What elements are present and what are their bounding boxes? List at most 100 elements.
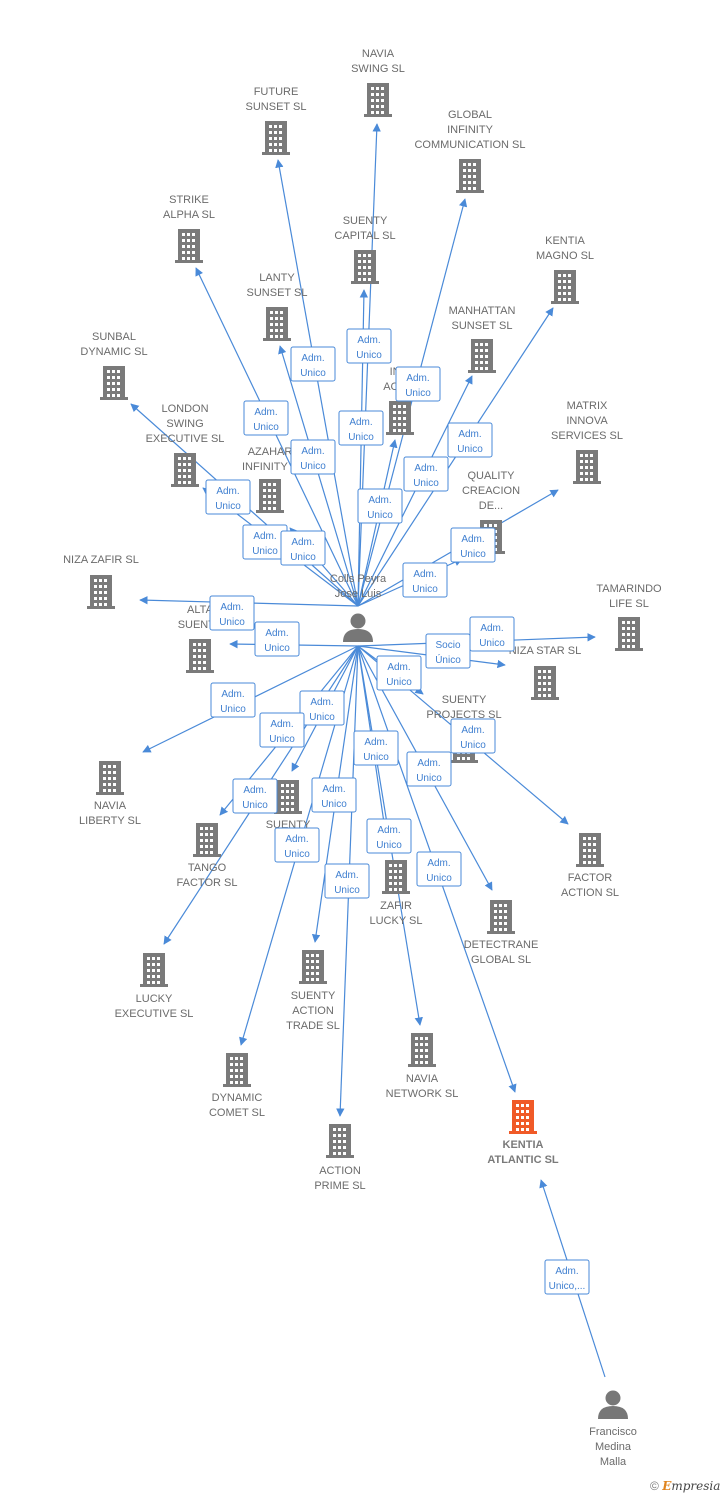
building-icon-detectrane_global[interactable] xyxy=(487,900,515,934)
building-icon-sunbal_dynamic[interactable] xyxy=(100,366,128,400)
edge-label-kentia_magno[interactable]: Adm.Unico xyxy=(447,422,493,458)
building-icon-zafir_lucky[interactable] xyxy=(382,860,410,894)
edge-label-zafir_lucky[interactable]: Adm.Unico xyxy=(353,730,399,766)
building-icon-tango_factor[interactable] xyxy=(193,823,221,857)
edge-label-lucky_executive-text: Adm.Unico xyxy=(242,785,268,811)
edge-label-factor_action[interactable]: Adm.Unico xyxy=(450,718,496,754)
edge-label-niza_zafir-text: Adm.Unico xyxy=(219,602,245,628)
building-icon-navia_swing[interactable] xyxy=(364,83,392,117)
edge-label-lucky_executive[interactable]: Adm.Unico xyxy=(232,778,278,814)
building-icon-infinity_action[interactable] xyxy=(386,401,414,435)
edge-label-navia_liberty[interactable]: Adm.Unico xyxy=(210,682,256,718)
building-icon-navia_liberty[interactable] xyxy=(96,761,124,795)
edge-label-tango_factor[interactable]: Adm.Unico xyxy=(259,712,305,748)
edge-label-london_swing[interactable]: Adm.Unico xyxy=(242,524,288,560)
building-icon-dynamic_comet[interactable] xyxy=(223,1053,251,1087)
footer: © Empresia xyxy=(650,1479,720,1493)
building-icon-london_swing[interactable] xyxy=(171,453,199,487)
building-icon-action_prime[interactable] xyxy=(326,1124,354,1158)
building-icon-alta_suenty[interactable] xyxy=(186,639,214,673)
edge-label-tamarindo_life[interactable]: Adm.Unico xyxy=(469,616,515,652)
edge-label-other-person-text: Adm.Unico,... xyxy=(549,1266,586,1292)
building-icon-kentia_magno[interactable] xyxy=(551,270,579,304)
edge-label-factor_action-text: Adm.Unico xyxy=(460,725,486,751)
edge-label-navia_network[interactable]: Adm.Unico xyxy=(366,818,412,854)
edge-label-action_prime-text: Adm.Unico xyxy=(334,870,360,896)
edge-label-future_sunset-text: Adm.Unico xyxy=(300,353,326,379)
building-icon-lanty_sunset[interactable] xyxy=(263,307,291,341)
building-icon-navia_network[interactable] xyxy=(408,1033,436,1067)
edge-label-manhattan_sunset-text: Adm.Unico xyxy=(413,463,439,489)
edge-label-global_infinity-text: Adm.Unico xyxy=(405,373,431,399)
edge-label-quality_creacion[interactable]: Adm.Unico xyxy=(402,562,448,598)
company-label-niza_zafir: NIZA ZAFIR SL xyxy=(63,554,139,566)
edge-label-detectrane_global[interactable]: Adm.Unico xyxy=(406,751,452,787)
building-icon-factor_action[interactable] xyxy=(576,833,604,867)
edge-label-kentia_atlantic-text: Adm.Unico xyxy=(426,858,452,884)
edge-label-london_swing-text: Adm.Unico xyxy=(252,531,278,557)
edge-strike_alpha xyxy=(195,267,359,607)
edge-label-other-person[interactable]: Adm.Unico,... xyxy=(544,1259,590,1295)
edge-label-matrix_innova[interactable]: Adm.Unico xyxy=(450,527,496,563)
edge-label-navia_liberty-text: Adm.Unico xyxy=(220,689,246,715)
building-icon-tamarindo_life[interactable] xyxy=(615,617,643,651)
edge-label-niza_zafir[interactable]: Adm.Unico xyxy=(209,595,255,631)
edge-label-dynamic_comet[interactable]: Adm.Unico xyxy=(274,827,320,863)
building-icon-strike_alpha[interactable] xyxy=(175,229,203,263)
person-icon-other[interactable] xyxy=(598,1390,628,1420)
edge-label-sunbal_dynamic[interactable]: Adm.Unico xyxy=(205,479,251,515)
edge-label-navia_swing-text: Adm.Unico xyxy=(356,335,382,361)
building-icon-future_sunset[interactable] xyxy=(262,121,290,155)
edge-label-suenty_projects[interactable]: Adm.Unico xyxy=(376,655,422,691)
edge-label-sunbal_dynamic-text: Adm.Unico xyxy=(215,486,241,512)
edge-label-suenty_action_trade[interactable]: Adm.Unico xyxy=(311,777,357,813)
edge-label-infinity_action[interactable]: Adm.Unico xyxy=(357,488,403,524)
edge-label-suenty_projects-text: Adm.Unico xyxy=(386,662,412,688)
building-icon-suenty_trade[interactable] xyxy=(274,780,302,814)
building-icon-manhattan_sunset[interactable] xyxy=(468,339,496,373)
building-icon-suenty_action_trade[interactable] xyxy=(299,950,327,984)
building-icon-niza_zafir[interactable] xyxy=(87,575,115,609)
edge-label-azahar_infinity[interactable]: Adm.Unico xyxy=(280,530,326,566)
edge-label-lanty_sunset[interactable]: Adm.Unico xyxy=(290,439,336,475)
edge-label-manhattan_sunset[interactable]: Adm.Unico xyxy=(403,456,449,492)
edge-label-tango_factor-text: Adm.Unico xyxy=(269,719,295,745)
building-icon-niza_star[interactable] xyxy=(531,666,559,700)
edge-label-suenty_trade[interactable]: Adm.Unico xyxy=(299,690,345,726)
building-icon-global_infinity[interactable] xyxy=(456,159,484,193)
edge-label-azahar_infinity-text: Adm.Unico xyxy=(290,537,316,563)
company-label-niza_star: NIZA STAR SL xyxy=(509,645,582,657)
person-icon-center[interactable] xyxy=(343,613,373,643)
edge-label-strike_alpha[interactable]: Adm.Unico xyxy=(243,400,289,436)
edge-label-kentia_atlantic[interactable]: Adm.Unico xyxy=(416,851,462,887)
building-icon-suenty_capital[interactable] xyxy=(351,250,379,284)
brand-logo[interactable]: Empresia xyxy=(662,1479,721,1493)
building-icon-lucky_executive[interactable] xyxy=(140,953,168,987)
edge-label-suenty_capital[interactable]: Adm.Unico xyxy=(338,410,384,446)
building-icon-azahar_infinity[interactable] xyxy=(256,479,284,513)
building-icon-kentia_atlantic[interactable] xyxy=(509,1100,537,1134)
edge-label-quality_creacion-text: Adm.Unico xyxy=(412,569,438,595)
edge-label-navia_swing[interactable]: Adm.Unico xyxy=(346,328,392,364)
edge-label-action_prime[interactable]: Adm.Unico xyxy=(324,863,370,899)
building-icon-matrix_innova[interactable] xyxy=(573,450,601,484)
edge-label-future_sunset[interactable]: Adm.Unico xyxy=(290,346,336,382)
edge-label-lanty_sunset-text: Adm.Unico xyxy=(300,446,326,472)
edge-label-alta_suenty[interactable]: Adm.Unico xyxy=(254,621,300,657)
edge-label-global_infinity[interactable]: Adm.Unico xyxy=(395,366,441,402)
